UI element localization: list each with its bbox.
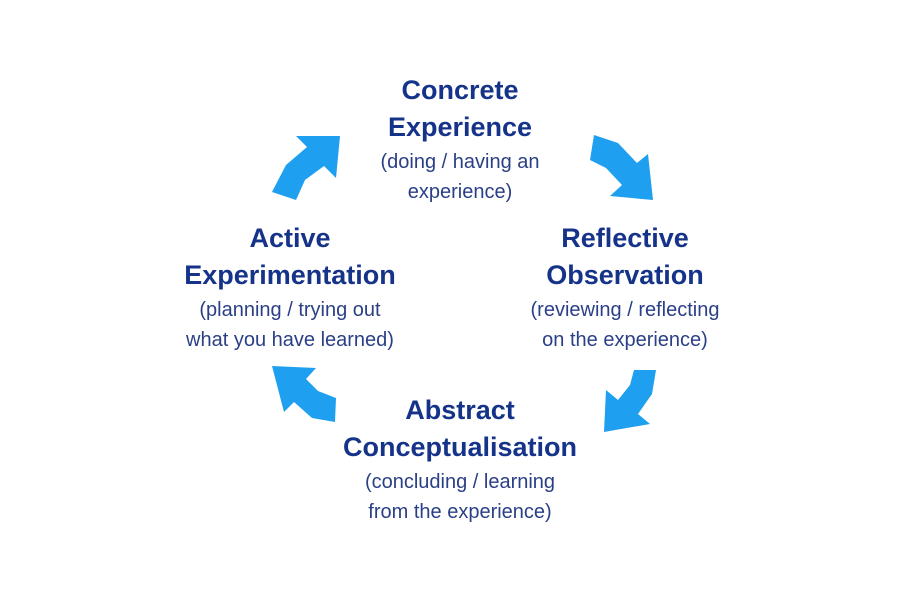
- node-description: (reviewing / reflecting: [530, 299, 720, 321]
- node-reflective-observation: Reflective Observation (reviewing / refl…: [495, 220, 755, 355]
- node-concrete-experience: Concrete Experience (doing / having an e…: [320, 72, 600, 207]
- node-description: (doing / having an: [380, 151, 540, 173]
- node-title: Concrete: [401, 75, 519, 105]
- node-description: what you have learned): [186, 329, 394, 351]
- node-abstract-conceptualisation: Abstract Conceptualisation (concluding /…: [310, 392, 610, 527]
- node-description: (concluding / learning: [364, 471, 556, 493]
- node-title: Experience: [387, 112, 533, 142]
- node-title: Abstract: [405, 395, 515, 425]
- node-active-experimentation: Active Experimentation (planning / tryin…: [150, 220, 430, 355]
- arrow-active-to-concrete: [272, 136, 340, 200]
- node-title: Conceptualisation: [342, 432, 578, 462]
- node-title: Observation: [546, 260, 704, 290]
- arrow-reflective-to-abstract: [604, 370, 656, 432]
- node-description: on the experience): [542, 329, 708, 351]
- arrow-concrete-to-reflective: [590, 135, 653, 200]
- node-description: (planning / trying out: [199, 299, 381, 321]
- node-title: Reflective: [561, 223, 689, 253]
- arrow-abstract-to-active: [272, 366, 336, 422]
- node-title: Experimentation: [184, 260, 396, 290]
- node-title: Active: [249, 223, 331, 253]
- node-description: from the experience): [368, 501, 552, 523]
- node-description: experience): [407, 181, 513, 203]
